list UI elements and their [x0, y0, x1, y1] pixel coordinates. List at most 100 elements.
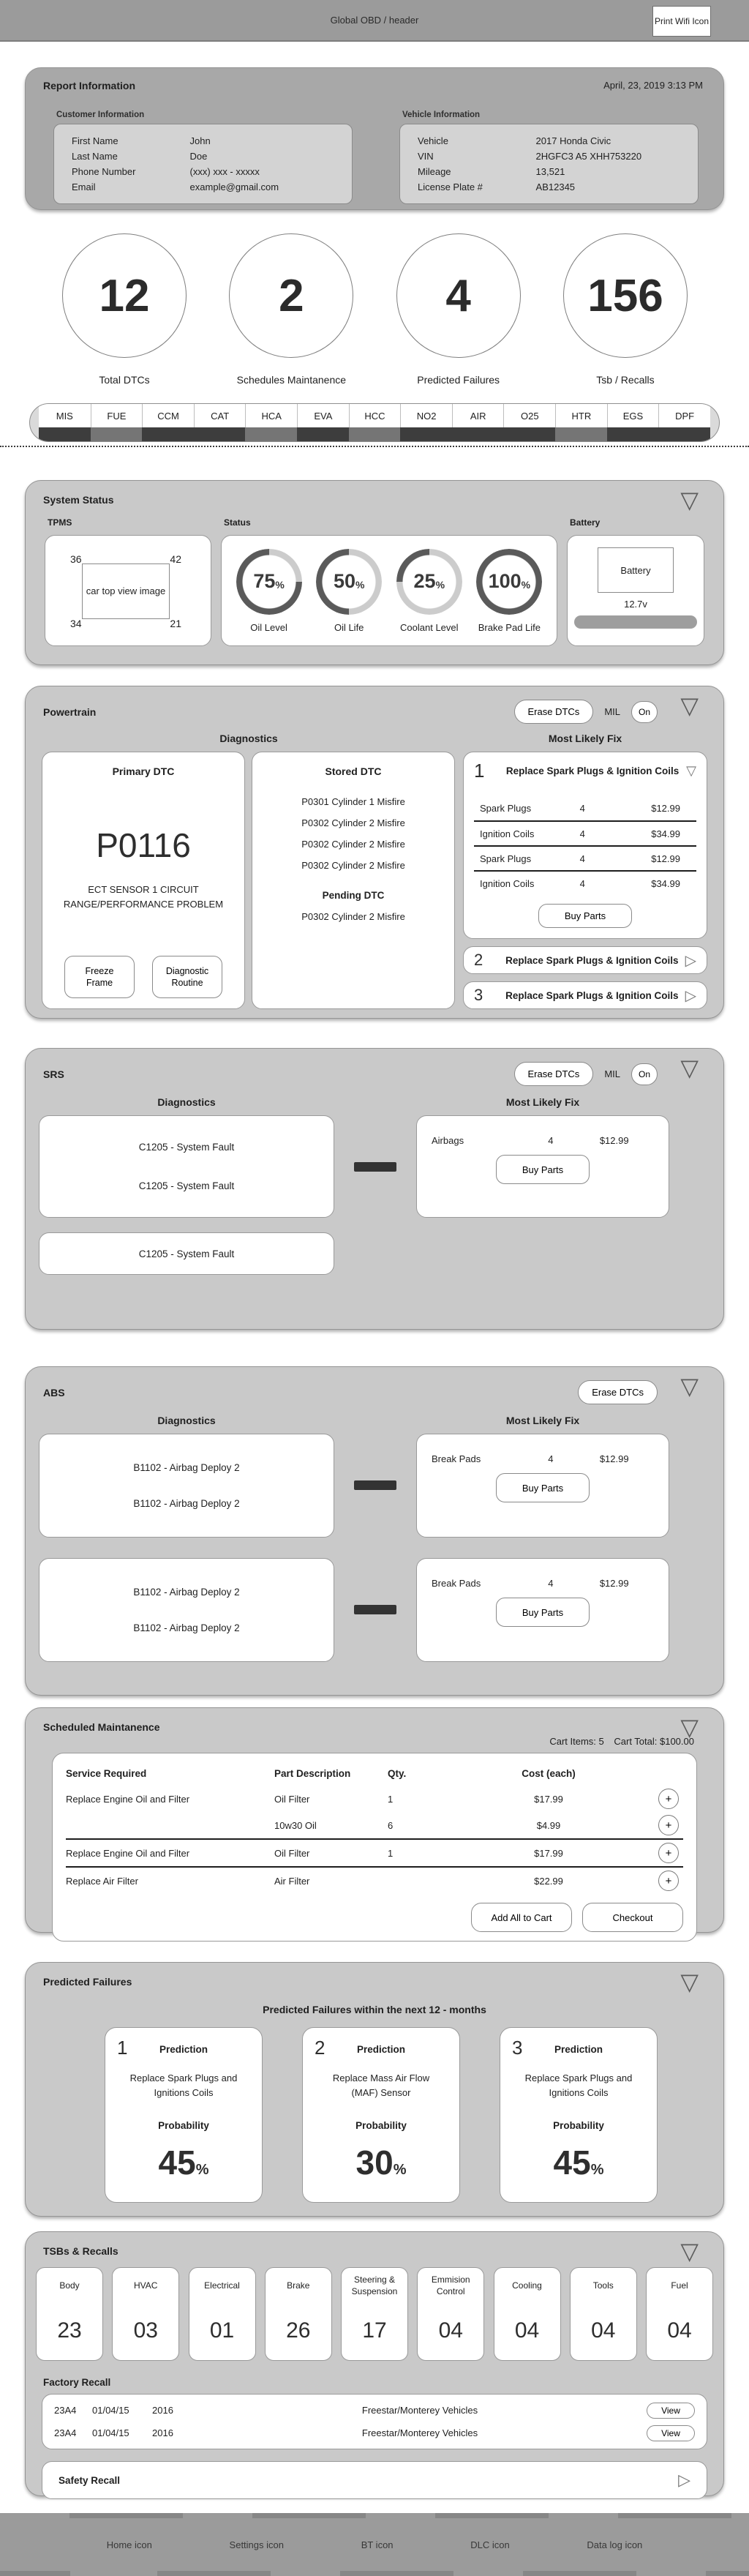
tpms-label: TPMS	[48, 517, 72, 528]
monitor-status-block	[658, 427, 710, 441]
tsb-category-emission-control[interactable]: Emmision Control 04	[417, 2267, 485, 2361]
buy-parts-button[interactable]: Buy Parts	[538, 904, 632, 928]
erase-dtcs-button[interactable]: Erase DTCs	[578, 1380, 658, 1404]
collapse-triangle-icon[interactable]: ▽	[680, 487, 699, 513]
home-icon[interactable]: Home icon	[106, 2539, 152, 2550]
car-top-view-image: car top view image	[82, 564, 170, 619]
erase-dtcs-button[interactable]: Erase DTCs	[513, 1062, 594, 1086]
collapse-triangle-icon[interactable]: ▽	[680, 2238, 699, 2264]
footer-nav: Home icon Settings icon BT icon DLC icon…	[0, 2513, 749, 2576]
customer-field-row: Last Name Doe	[72, 151, 208, 162]
monitor-tab-o25[interactable]: O25	[503, 404, 556, 441]
fix-card-2[interactable]: 2 Replace Spark Plugs & Ignition Coils ▷	[463, 946, 707, 974]
freeze-frame-button[interactable]: Freeze Frame	[64, 955, 135, 998]
monitor-tab-ccm[interactable]: CCM	[142, 404, 194, 441]
customer-information-label: Customer Information	[56, 111, 145, 119]
monitor-tab-fue[interactable]: FUE	[90, 404, 143, 441]
tpms-front-left: 36	[70, 553, 82, 565]
vehicle-field-row: Vehicle 2017 Honda Civic	[418, 135, 611, 146]
tsb-category-brake[interactable]: Brake 26	[264, 2267, 332, 2361]
battery-level-bar	[574, 615, 697, 629]
print-wifi-button[interactable]: Print Wifi Icon	[652, 6, 711, 37]
monitor-tab-no2[interactable]: NO2	[400, 404, 452, 441]
bluetooth-icon[interactable]: BT icon	[361, 2539, 394, 2550]
pending-dtc-label: Pending DTC	[322, 890, 385, 901]
primary-dtc-label: Primary DTC	[112, 765, 175, 777]
fix-card-3[interactable]: 3 Replace Spark Plugs & Ignition Coils ▷	[463, 981, 707, 1009]
tsb-category-tools[interactable]: Tools 04	[569, 2267, 637, 2361]
monitor-tab-egs[interactable]: EGS	[606, 404, 659, 441]
view-recall-button[interactable]: View	[647, 2425, 695, 2441]
monitor-tab-htr[interactable]: HTR	[555, 404, 607, 441]
tsb-category-fuel[interactable]: Fuel 04	[646, 2267, 713, 2361]
diagnostic-routine-button[interactable]: Diagnostic Routine	[152, 955, 222, 998]
stored-dtc-card: Stored DTC P0301 Cylinder 1 Misfire P030…	[252, 752, 455, 1009]
collapse-triangle-icon[interactable]: ▽	[680, 1714, 699, 1740]
chevron-right-icon[interactable]: ▷	[678, 2471, 690, 2489]
monitor-tab-mis[interactable]: MIS	[39, 404, 91, 441]
buy-parts-button[interactable]: Buy Parts	[496, 1473, 590, 1502]
monitor-tab-eva[interactable]: EVA	[297, 404, 349, 441]
battery-voltage: 12.7v	[624, 599, 647, 610]
settings-icon[interactable]: Settings icon	[229, 2539, 284, 2550]
predicted-failures-subtitle: Predicted Failures within the next 12 - …	[263, 2004, 486, 2015]
stored-dtc-label: Stored DTC	[325, 765, 382, 777]
tsb-category-body[interactable]: Body 23	[36, 2267, 103, 2361]
add-all-to-cart-button[interactable]: Add All to Cart	[471, 1903, 572, 1932]
monitor-status-block	[297, 427, 349, 441]
collapse-triangle-icon[interactable]: ▽	[686, 763, 696, 778]
primary-dtc-description: ECT SENSOR 1 CIRCUIT RANGE/PERFORMANCE P…	[63, 884, 224, 910]
monitor-tab-air[interactable]: AIR	[451, 404, 504, 441]
monitor-status-block	[348, 427, 401, 441]
customer-field-row: First Name John	[72, 135, 211, 146]
link-dash	[354, 1604, 396, 1614]
buy-parts-button[interactable]: Buy Parts	[496, 1155, 590, 1184]
add-to-cart-button[interactable]: +	[658, 1871, 679, 1891]
tsbs-recalls-panel: ▽ TSBs & Recalls Body 23 HVAC 03 Electri…	[25, 2231, 724, 2499]
checkout-button[interactable]: Checkout	[582, 1903, 683, 1932]
mil-toggle[interactable]: On	[631, 1063, 658, 1085]
factory-recall-card: 23A4 01/04/15 2016 Freestar/Monterey Veh…	[42, 2394, 707, 2449]
erase-dtcs-button[interactable]: Erase DTCs	[513, 700, 594, 724]
monitor-tab-cat[interactable]: CAT	[193, 404, 246, 441]
add-to-cart-button[interactable]: +	[658, 1789, 679, 1809]
srs-title: SRS	[43, 1068, 64, 1080]
add-to-cart-button[interactable]: +	[658, 1843, 679, 1863]
add-to-cart-button[interactable]: +	[658, 1815, 679, 1835]
abs-title: ABS	[43, 1386, 65, 1399]
monitor-tab-dpf[interactable]: DPF	[658, 404, 710, 441]
mil-toggle[interactable]: On	[631, 700, 658, 723]
collapse-triangle-icon[interactable]: ▽	[680, 1055, 699, 1081]
oil-level-gauge: 75% Oil Level	[236, 548, 302, 633]
collapse-triangle-icon[interactable]: ▽	[680, 1373, 699, 1399]
monitor-status-block	[451, 427, 504, 441]
tsb-category-steering-suspension[interactable]: Steering & Suspension 17	[341, 2267, 408, 2361]
monitor-status-block	[503, 427, 556, 441]
table-row: Replace Engine Oil and Filter Oil Filter…	[66, 1840, 683, 1866]
chevron-right-icon[interactable]: ▷	[685, 987, 696, 1004]
monitor-tab-hcc[interactable]: HCC	[348, 404, 401, 441]
buy-parts-button[interactable]: Buy Parts	[496, 1598, 590, 1627]
monitor-tab-hca[interactable]: HCA	[245, 404, 298, 441]
dlc-icon[interactable]: DLC icon	[470, 2539, 510, 2550]
data-log-icon[interactable]: Data log icon	[587, 2539, 643, 2550]
report-information-panel: Report Information April, 23, 2019 3:13 …	[25, 67, 724, 210]
tsb-category-hvac[interactable]: HVAC 03	[112, 2267, 180, 2361]
tsb-category-electrical[interactable]: Electrical 01	[188, 2267, 256, 2361]
tpms-rear-right: 21	[170, 618, 181, 629]
app-title: Global OBD / header	[330, 15, 419, 26]
summary-predicted-failures: 4 Predicted Failures	[396, 233, 521, 386]
view-recall-button[interactable]: View	[647, 2402, 695, 2419]
safety-recall-row[interactable]: Safety Recall ▷	[42, 2461, 707, 2499]
prediction-card-1: 1 Prediction Replace Spark Plugs and Ign…	[105, 2027, 263, 2203]
status-card: 75% Oil Level 50% Oil Life 25% Coolant L…	[221, 535, 557, 646]
pending-dtc-code: P0302 Cylinder 2 Misfire	[301, 911, 405, 922]
tsb-category-cooling[interactable]: Cooling 04	[493, 2267, 561, 2361]
collapse-triangle-icon[interactable]: ▽	[680, 1969, 699, 1995]
collapse-triangle-icon[interactable]: ▽	[680, 692, 699, 719]
stored-dtc-code: P0301 Cylinder 1 Misfire	[301, 796, 405, 807]
mil-label: MIL	[604, 706, 620, 717]
chevron-right-icon[interactable]: ▷	[685, 952, 696, 969]
